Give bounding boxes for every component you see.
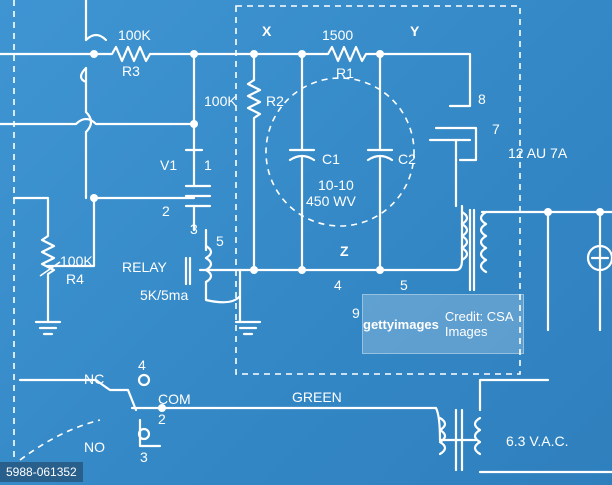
node-x-label: X bbox=[262, 23, 272, 39]
switch-pin-3: 3 bbox=[140, 449, 148, 465]
wire-output bbox=[478, 378, 612, 474]
v1-pin-3: 3 bbox=[190, 221, 198, 237]
wire-com-green bbox=[130, 406, 478, 442]
r3-name-label: R3 bbox=[122, 63, 140, 79]
image-id-label: 5988-061352 bbox=[0, 462, 83, 482]
r4-value-label: 100K bbox=[60, 253, 93, 269]
r2-name-label: R2 bbox=[266, 93, 284, 109]
v1-pin-2: 2 bbox=[162, 203, 170, 219]
switch-pin-2: 2 bbox=[158, 411, 166, 427]
watermark-text: Credit: CSA Images bbox=[444, 309, 513, 339]
junction-dots bbox=[90, 50, 604, 412]
v1-pin-1: 1 bbox=[204, 157, 212, 173]
wire-hop bbox=[84, 110, 93, 134]
wire-r4-wiper bbox=[46, 196, 96, 268]
transformer-secondary-coil bbox=[479, 210, 488, 274]
node-y-label: Y bbox=[410, 23, 420, 39]
switch-terminal-4 bbox=[137, 373, 151, 387]
transformer-core bbox=[468, 208, 476, 292]
watermark-logo: gettyimages bbox=[363, 316, 439, 332]
c1-capacitor bbox=[288, 52, 316, 272]
output-transformer-secondary bbox=[473, 416, 482, 456]
r1-resistor-wire bbox=[252, 45, 472, 108]
c2-capacitor bbox=[366, 52, 394, 272]
output-transformer-core bbox=[454, 408, 464, 472]
cap-rating-1: 10-10 bbox=[318, 177, 354, 193]
switch-pin-4: 4 bbox=[138, 357, 146, 373]
r4-potentiometer bbox=[12, 196, 56, 324]
wire-no bbox=[138, 418, 162, 448]
tube-name-label: 12 AU 7A bbox=[508, 145, 568, 161]
wire-v1 bbox=[184, 52, 204, 152]
relay-label: RELAY bbox=[122, 259, 168, 275]
transformer-coil bbox=[460, 210, 469, 262]
switch-no-label: NO bbox=[84, 439, 105, 455]
watermark-box: gettyimages Credit: CSA Images bbox=[362, 294, 524, 354]
tube-pin-5: 5 bbox=[400, 277, 408, 293]
r3-resistor bbox=[84, 45, 238, 63]
ground-icon-left bbox=[34, 320, 62, 336]
c1-name-label: C1 bbox=[322, 151, 340, 167]
wire-mid-horizontal bbox=[0, 117, 192, 126]
wire-nc bbox=[18, 378, 138, 412]
r4-wiper-arrow bbox=[39, 261, 61, 277]
v1-contacts bbox=[184, 184, 212, 208]
r3-value-label: 100K bbox=[118, 27, 151, 43]
green-wire-label: GREEN bbox=[292, 389, 342, 405]
v1-pin-5: 5 bbox=[216, 233, 224, 249]
v1-label: V1 bbox=[160, 157, 177, 173]
vac-label: 6.3 V.A.C. bbox=[506, 433, 569, 449]
switch-terminal-3 bbox=[137, 427, 151, 441]
tube-pin-4: 4 bbox=[334, 277, 342, 293]
r2-value-label: 100K bbox=[204, 93, 237, 109]
wire-v1-lower bbox=[94, 148, 208, 252]
relay-core bbox=[184, 256, 192, 286]
lamp-icon bbox=[586, 244, 612, 272]
r2-resistor bbox=[246, 78, 262, 272]
node-z-label: Z bbox=[340, 243, 349, 259]
wire-left-bus bbox=[0, 0, 88, 200]
r4-name-label: R4 bbox=[66, 271, 84, 287]
tube-grid bbox=[434, 126, 478, 162]
switch-nc-label: NC bbox=[84, 371, 104, 387]
capacitor-dashed-circle bbox=[265, 77, 415, 227]
wire-r2-top bbox=[234, 52, 256, 82]
tube-pin-8: 8 bbox=[478, 91, 486, 107]
cap-rating-2: 450 WV bbox=[306, 193, 356, 209]
switch-com-label: COM bbox=[158, 391, 191, 407]
tube-pin-7: 7 bbox=[492, 121, 500, 137]
output-transformer-primary bbox=[438, 416, 447, 456]
relay-coil bbox=[204, 244, 213, 284]
wire-bottom-bus bbox=[198, 204, 464, 272]
switch-dashed-arrow bbox=[19, 419, 101, 461]
wire-relay-out bbox=[204, 268, 242, 324]
tube-pin-9: 9 bbox=[352, 305, 360, 321]
r1-name-label: R1 bbox=[336, 65, 354, 81]
c2-name-label: C2 bbox=[398, 151, 416, 167]
relay-rating-label: 5K/5ma bbox=[140, 287, 188, 303]
enclosure-box bbox=[235, 5, 521, 375]
r1-value-label: 1500 bbox=[322, 27, 353, 43]
ground-icon-right bbox=[234, 320, 262, 336]
wire-crossover bbox=[79, 33, 108, 84]
